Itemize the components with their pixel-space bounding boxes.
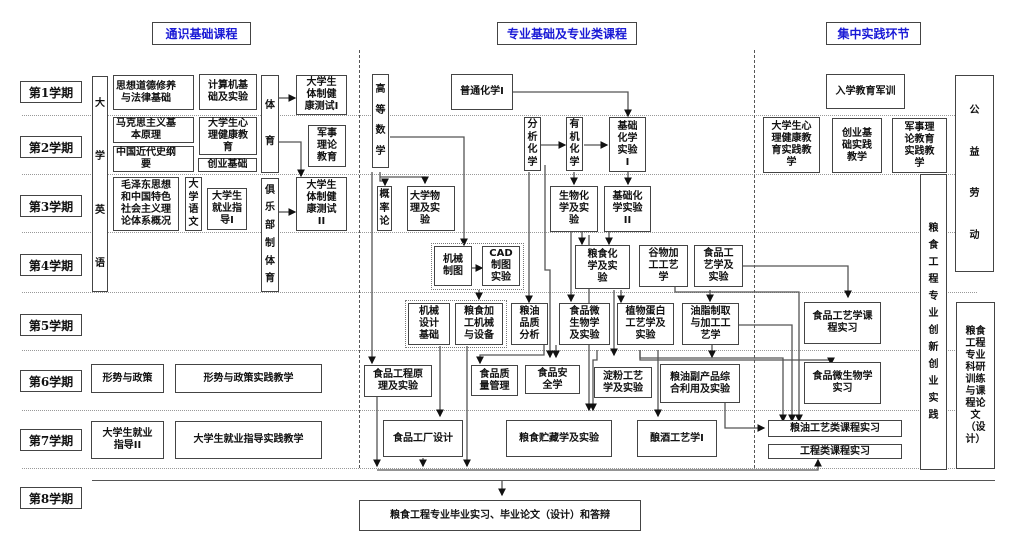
course-starch-technology: 淀粉工艺 学及实验 xyxy=(594,367,652,398)
course-fitness-test-1: 大学生 体制健 康测试I xyxy=(296,75,347,115)
course-fitness-test-2: 大学生 体制健 康测试 II xyxy=(296,177,347,231)
course-plant-protein: 植物蛋白 工艺学及 实验 xyxy=(617,303,674,345)
course-food-safety: 食品安 全学 xyxy=(525,365,580,394)
course-pe: 体 育 xyxy=(261,75,279,173)
course-food-engineering-principles: 食品工程原 理及实验 xyxy=(364,365,432,397)
practice-engineering-internship: 工程类课程实习 xyxy=(768,444,902,459)
arrow-micro-quality xyxy=(476,345,545,365)
course-computer-basics: 计算机基 础及实验 xyxy=(199,74,257,110)
arrow-oilquality-safety xyxy=(544,165,554,359)
course-byproducts: 粮油副产品综 合利用及实验 xyxy=(660,364,740,403)
course-food-technology: 食品工 艺学及 实验 xyxy=(694,245,743,287)
arrow-protein-oilintern xyxy=(639,350,787,423)
course-situation-policy: 形势与政策 xyxy=(91,364,164,393)
arrow-genchem-lab1 xyxy=(512,91,632,118)
course-analytical-chemistry: 分 析 化 学 xyxy=(524,117,541,171)
course-situation-policy-practice: 形势与政策实践教学 xyxy=(175,364,322,393)
course-organic-chemistry: 有 机 化 学 xyxy=(566,117,583,171)
course-career-guidance-1: 大学生 就业指 导I xyxy=(207,188,247,230)
arrow-math-prob xyxy=(379,172,389,187)
course-ideology-morality: 思想道德修养 与法律基础 xyxy=(113,75,194,110)
course-general-chemistry: 普通化学I xyxy=(451,74,513,110)
course-career-guidance-practice: 大学生就业指导实践教学 xyxy=(175,421,322,459)
course-mao-theory: 毛泽东思想 和中国特色 社会主义理 论体系概况 xyxy=(113,177,179,231)
arrow-to-micro-intern xyxy=(639,350,835,366)
course-food-microbiology: 食品微 生物学 及实验 xyxy=(559,303,610,345)
course-club-pe: 俱 乐 部 制 体 育 xyxy=(261,178,279,292)
course-college-english: 大 学 英 语 xyxy=(92,76,108,292)
practice-military-theory: 军事理 论教育 实践教 学 xyxy=(892,118,947,173)
practice-research-training: 粮食 工程 专业 科研 训练 与课 程论 文 （设 计） xyxy=(956,302,995,469)
course-grain-storage: 粮食贮藏学及实验 xyxy=(506,420,612,457)
practice-food-tech-internship: 食品工艺学课 程实习 xyxy=(804,302,881,344)
header-general-courses: 通识基础课程 xyxy=(152,22,251,45)
practice-innovation: 粮 食 工 程 专 业 创 新 创 业 实 践 xyxy=(920,174,947,470)
practice-entrepreneurship: 创业基 础实践 教学 xyxy=(832,118,882,173)
practice-public-labor: 公 益 劳 动 xyxy=(955,75,994,272)
final-thesis-defense: 粮食工程专业毕业实习、毕业论文（设计）和答辩 xyxy=(359,500,641,531)
arrow-math-mechdraw xyxy=(390,136,468,247)
semester-8-label: 第8学期 xyxy=(20,487,82,509)
course-food-factory-design: 食品工厂设计 xyxy=(383,420,463,457)
course-basic-chem-lab-2: 基础化 学实验 II xyxy=(604,186,651,232)
row-divider xyxy=(22,468,977,469)
row-divider xyxy=(22,174,977,175)
arrow-oil-oilintern xyxy=(738,324,796,423)
arrow-cereal-oilintern xyxy=(674,287,803,423)
row-divider xyxy=(22,292,977,293)
row-divider xyxy=(22,232,977,233)
course-military-theory: 军事 理论 教育 xyxy=(308,125,346,167)
course-biochemistry: 生物化 学及实 验 xyxy=(550,186,598,232)
course-cad-lab: CAD 制图 实验 xyxy=(482,246,520,286)
semester-7-label: 第7学期 xyxy=(20,429,82,451)
course-mental-health: 大学生心 理健康教 育 xyxy=(199,117,257,155)
course-modern-history: 中国近代史纲 要 xyxy=(113,146,194,172)
row-divider xyxy=(22,350,977,351)
course-entrepreneurship-basics: 创业基础 xyxy=(198,158,257,172)
course-brewing: 酿酒工艺学I xyxy=(637,420,717,457)
course-physics: 大学物 理及实 验 xyxy=(407,186,455,231)
practice-microbiology-internship: 食品微生物学 实习 xyxy=(804,362,881,404)
course-cereal-processing: 谷物加 工工艺 学 xyxy=(639,245,688,287)
course-advanced-math: 高 等 数 学 xyxy=(372,74,389,168)
column-separator xyxy=(359,50,360,468)
course-grain-chemistry: 粮食化 学及实 验 xyxy=(575,245,630,289)
arrow-pe-fitness2 xyxy=(279,141,305,178)
semester-2-label: 第2学期 xyxy=(20,136,82,158)
course-grain-machinery: 粮食加 工机械 与设备 xyxy=(455,303,503,345)
semester-3-label: 第3学期 xyxy=(20,195,82,217)
arrow-byproducts-oilintern xyxy=(724,403,766,432)
arrow-foodtech-intern xyxy=(738,265,852,299)
semester-6-label: 第6学期 xyxy=(20,370,82,392)
course-oil-quality: 粮油 品质 分析 xyxy=(511,303,548,345)
practice-mental-health: 大学生心 理健康教 育实践教 学 xyxy=(763,117,820,173)
semester-1-label: 第1学期 xyxy=(20,81,82,103)
course-mechanical-drawing: 机械 制图 xyxy=(434,246,472,286)
course-college-chinese: 大 学 语 文 xyxy=(185,177,202,231)
drawing-course-group xyxy=(431,243,524,290)
semester-5-label: 第5学期 xyxy=(20,314,82,336)
arrow-to-eng-intern xyxy=(377,458,822,471)
course-basic-chem-lab-1: 基础 化学 实验 I xyxy=(609,117,646,172)
semester-4-label: 第4学期 xyxy=(20,254,82,276)
header-practice: 集中实践环节 xyxy=(826,22,921,45)
final-divider xyxy=(92,480,995,481)
course-career-guidance-2: 大学生就业 指导II xyxy=(91,421,164,459)
row-divider xyxy=(22,410,977,411)
practice-military-training: 入学教育军训 xyxy=(826,74,905,109)
arrow-grainchem-storage2 xyxy=(589,350,598,412)
course-food-quality-management: 食品质 量管理 xyxy=(471,365,518,396)
machinery-course-group xyxy=(405,300,507,348)
row-divider xyxy=(22,115,977,116)
practice-oil-tech-internship: 粮油工艺类课程实习 xyxy=(768,420,902,437)
column-separator xyxy=(754,50,755,468)
arrow-math-physics xyxy=(380,176,429,185)
course-machine-design: 机械 设计 基础 xyxy=(408,303,450,345)
course-oil-extraction: 油脂制取 与加工工 艺学 xyxy=(682,303,739,345)
header-professional-courses: 专业基础及专业类课程 xyxy=(497,22,637,45)
course-probability: 概 率 论 xyxy=(377,186,392,231)
course-marxism: 马克思主义基 本原理 xyxy=(113,117,194,143)
